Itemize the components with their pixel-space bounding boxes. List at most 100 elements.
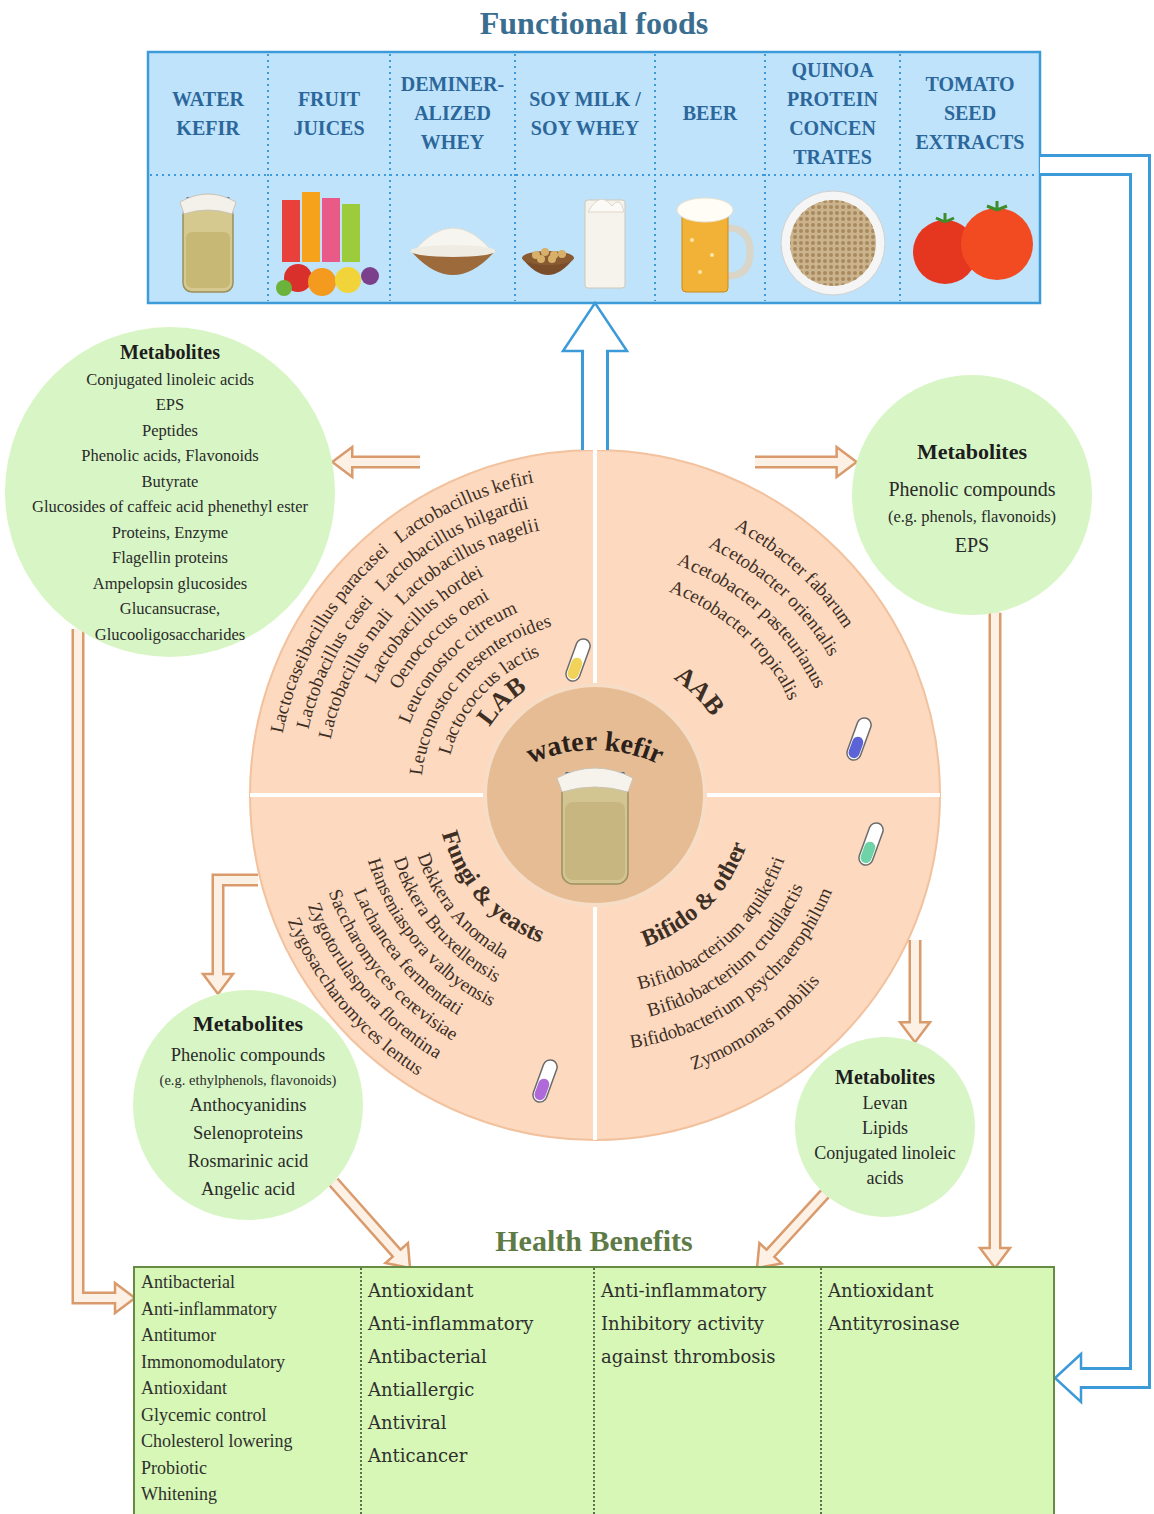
- metabolite-heading: Metabolites: [835, 1063, 935, 1091]
- food-cell: BEER: [655, 52, 765, 175]
- group-label: Bifido & other: [633, 817, 763, 963]
- food-name: BEER: [683, 99, 737, 128]
- arrow-head: [563, 303, 627, 351]
- connector: [78, 629, 135, 1313]
- metabolite-circle: MetabolitesPhenolic compounds(e.g. pheno…: [852, 375, 1092, 615]
- metabolite-item: (e.g. phenols, flavonoids): [888, 504, 1056, 530]
- connector-outline: [1040, 165, 1140, 1378]
- connector-fill: [911, 940, 919, 1024]
- benefit-item: Antibacterial: [141, 1269, 356, 1296]
- connector: [980, 613, 1010, 1268]
- quinoa-bowl-icon: [781, 191, 885, 295]
- test-tube-icon: [531, 1058, 559, 1104]
- food-name: QUINOA PROTEIN CONCEN TRATES: [769, 56, 896, 172]
- connector: [203, 880, 258, 994]
- health-benefits-box: Health BenefitsAntibacterialAnti-inflamm…: [133, 1266, 1055, 1514]
- connector-fill: [78, 629, 117, 1298]
- food-panel-ground: [148, 52, 1040, 303]
- metabolite-heading: Metabolites: [917, 430, 1027, 474]
- benefit-item: Cholesterol lowering: [141, 1428, 356, 1455]
- connector-fill: [769, 1194, 825, 1255]
- benefit-item: Anti-inflammatory: [141, 1296, 356, 1323]
- benefit-item: Antibacterial: [368, 1340, 589, 1373]
- connector-outline: [218, 880, 258, 976]
- food-cell: WATER KEFIR: [148, 52, 268, 175]
- benefit-item: Antityrosinase: [828, 1307, 1049, 1340]
- connector: [563, 303, 627, 450]
- food-cell: QUINOA PROTEIN CONCEN TRATES: [765, 52, 900, 175]
- food-cell: SOY MILK / SOY WHEY: [515, 52, 655, 175]
- food-name: TOMATO SEED EXTRACTS: [904, 70, 1036, 157]
- metabolite-item: EPS: [955, 530, 989, 560]
- metabolite-item: Conjugated linoleic acids: [805, 1141, 965, 1191]
- benefit-item: Anti-inflammatory: [601, 1274, 816, 1307]
- panel-heading: Functional foods: [148, 4, 1040, 42]
- tomato-icon: [913, 201, 1033, 284]
- connector-fill: [991, 613, 999, 1250]
- species-name: Lactobacillus mali: [317, 591, 404, 749]
- benefit-item: Antioxidant: [828, 1274, 1049, 1307]
- kefir-jar-icon: [180, 194, 236, 292]
- group-label: LAB: [473, 658, 542, 739]
- center-jar-icon: [557, 768, 633, 884]
- connector-fill: [218, 880, 258, 976]
- benefit-item: Antitumor: [141, 1322, 356, 1349]
- benefit-item: Antiviral: [368, 1406, 589, 1439]
- test-tube-icon: [857, 821, 885, 867]
- arrow-head: [115, 1283, 135, 1313]
- connector: [757, 1194, 825, 1268]
- benefit-item: Anticancer: [368, 1439, 589, 1472]
- metabolite-item: Levan: [863, 1091, 908, 1116]
- connector: [1040, 165, 1140, 1402]
- metabolite-item: Ampelopsin glucosides: [93, 571, 247, 597]
- benefit-item: Anti-inflammatory: [368, 1307, 589, 1340]
- benefit-item: Whitening: [141, 1481, 356, 1508]
- connector: [332, 447, 420, 477]
- food-name: WATER KEFIR: [152, 85, 264, 143]
- connector-fill: [334, 1182, 399, 1255]
- connector: [900, 940, 930, 1042]
- metabolite-item: Proteins, Enzyme: [112, 520, 228, 546]
- panel-heading: Health Benefits: [135, 1224, 1053, 1258]
- metabolite-item: Phenolic compounds: [171, 1041, 326, 1069]
- connector-outline: [78, 629, 117, 1298]
- metabolite-item: Phenolic acids, Flavonoids: [81, 443, 258, 469]
- food-name: DEMINER- ALIZED WHEY: [394, 70, 511, 157]
- metabolite-item: Rosmarinic acid: [188, 1147, 309, 1175]
- metabolite-item: Conjugated linoleic acids: [86, 367, 254, 393]
- beer-mug-icon: [677, 198, 750, 292]
- connector-fill: [584, 349, 606, 450]
- whey-powder-icon: [410, 228, 496, 275]
- metabolite-item: Butyrate: [142, 469, 199, 495]
- food-name: FRUIT JUICES: [272, 85, 386, 143]
- metabolite-item: Phenolic compounds: [888, 474, 1055, 504]
- food-name: SOY MILK / SOY WHEY: [519, 85, 651, 143]
- connector-outline: [334, 1182, 399, 1255]
- benefit-item: Probiotic: [141, 1455, 356, 1482]
- benefit-item: Antioxidant: [368, 1274, 589, 1307]
- benefit-item: Glycemic control: [141, 1402, 356, 1429]
- metabolite-circle: MetabolitesLevanLipidsConjugated linolei…: [795, 1037, 975, 1217]
- benefit-item: Antioxidant: [141, 1375, 356, 1402]
- metabolite-item: (e.g. ethylphenols, flavonoids): [160, 1069, 337, 1091]
- connector-outline: [989, 613, 1002, 1250]
- water-kefir-center: water kefir: [485, 685, 705, 905]
- metabolite-item: Lipids: [862, 1116, 908, 1141]
- group-label: Fungi & yeasts: [424, 807, 552, 959]
- metabolite-item: EPS: [156, 392, 184, 418]
- arrow-head: [332, 447, 352, 477]
- connector-outline: [769, 1194, 825, 1255]
- test-tube-icon: [845, 716, 873, 762]
- benefit-item: Inhibitory activity against thrombosis: [601, 1307, 816, 1373]
- metabolite-circle: MetabolitesConjugated linoleic acidsEPSP…: [5, 327, 335, 657]
- benefit-column: AntibacterialAnti-inflammatoryAntitumorI…: [135, 1268, 362, 1514]
- connector: [334, 1182, 411, 1268]
- benefit-column: AntioxidantAntityrosinase: [822, 1268, 1053, 1514]
- food-panel: Functional foodsWATER KEFIRFRUIT JUICESD…: [148, 52, 1040, 303]
- metabolite-item: Flagellin proteins: [112, 545, 228, 571]
- group-label: AAB: [658, 648, 728, 730]
- benefit-item: Antiallergic: [368, 1373, 589, 1406]
- metabolite-item: Peptides: [142, 418, 198, 444]
